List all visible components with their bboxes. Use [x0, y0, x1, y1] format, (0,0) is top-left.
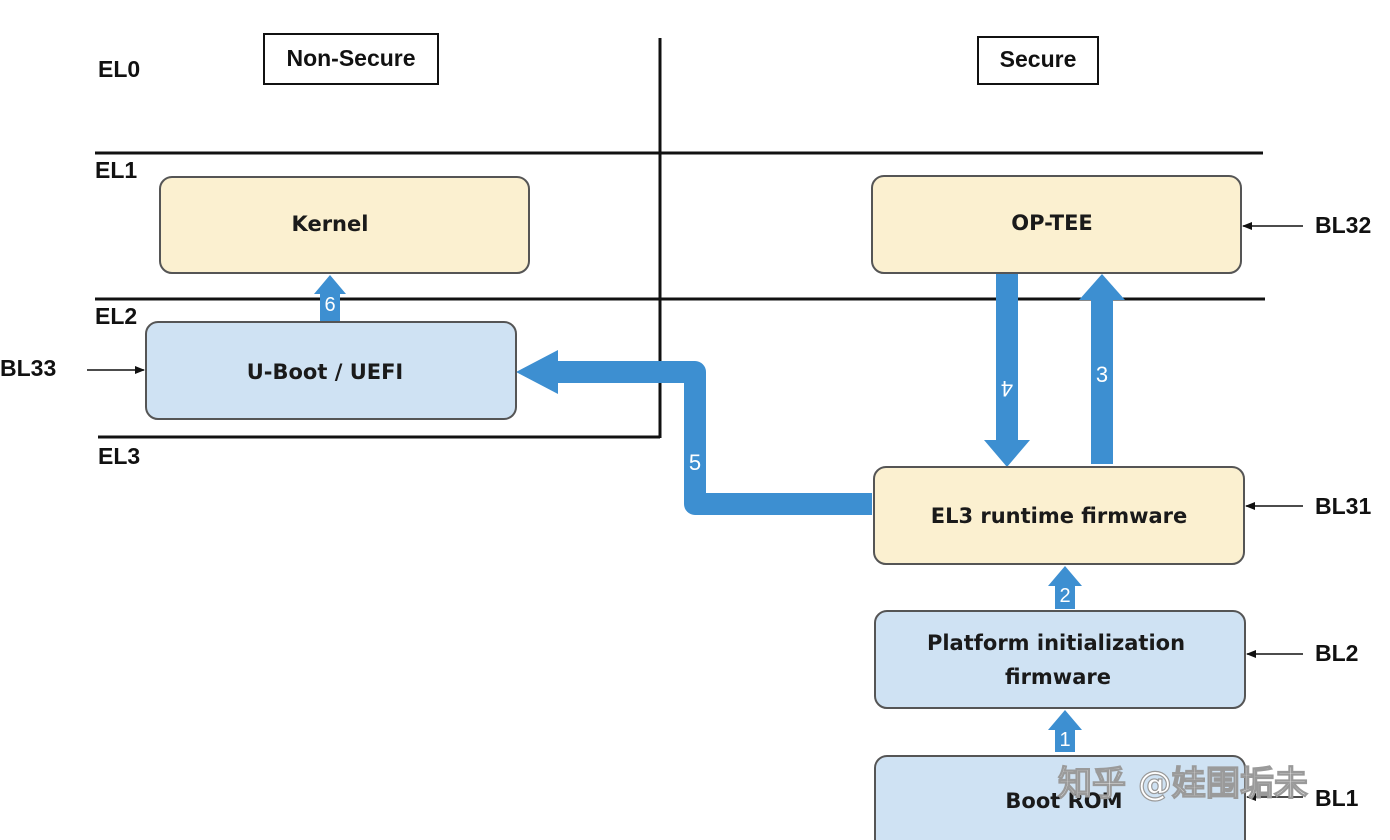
step-4-label: 4 [1001, 376, 1013, 401]
el3-runtime-label: EL3 runtime firmware [931, 504, 1188, 528]
el2-label: EL2 [95, 303, 137, 329]
arrow-3-shaft [1091, 298, 1113, 464]
el3-runtime-box [873, 466, 1245, 565]
bl33-label: BL33 [0, 355, 56, 381]
arrow-4-shaft [996, 274, 1018, 444]
bl2-label: BL2 [1315, 640, 1358, 666]
arrow-5 [540, 361, 872, 515]
arrow-5-head [516, 350, 558, 394]
arrow-3-head [1079, 274, 1125, 300]
el0-label: EL0 [98, 56, 140, 82]
arrow-2-shaft [1055, 584, 1075, 609]
step-2-label: 2 [1059, 585, 1070, 607]
step-3-label: 3 [1096, 362, 1108, 387]
optee-label: OP-TEE [1011, 211, 1093, 235]
platform-init-box [874, 610, 1246, 709]
optee-box [871, 175, 1242, 274]
step-6-label: 6 [324, 294, 335, 316]
non-secure-header: Non-Secure [286, 45, 415, 71]
non-secure-header-box [263, 33, 439, 85]
arrow-2-head [1048, 566, 1082, 586]
boot-rom-label: Boot ROM [1005, 789, 1122, 813]
arrow-1-shaft [1055, 728, 1075, 752]
arrow-6-head [314, 275, 346, 294]
secure-header-box [977, 36, 1099, 85]
bl1-label: BL1 [1315, 785, 1359, 811]
secure-header: Secure [1000, 46, 1077, 72]
uboot-box [145, 321, 517, 420]
kernel-box [159, 176, 530, 274]
bl32-label: BL32 [1315, 212, 1371, 238]
platform-init-label-line1: Platform initialization [927, 631, 1185, 655]
step-5-label: 5 [689, 450, 701, 475]
kernel-label: Kernel [292, 212, 369, 236]
arrow-4-head [984, 440, 1030, 467]
bl31-label: BL31 [1315, 493, 1371, 519]
el1-label: EL1 [95, 157, 137, 183]
uboot-label: U-Boot / UEFI [247, 360, 404, 384]
watermark: 知乎 @娃围垢未 [1058, 764, 1308, 804]
el3-label: EL3 [98, 443, 140, 469]
step-1-label: 1 [1059, 729, 1070, 751]
boot-rom-box [874, 755, 1246, 840]
arrow-1-head [1048, 710, 1082, 730]
arrow-6-shaft [320, 292, 340, 322]
platform-init-label-line2: firmware [1005, 665, 1111, 689]
